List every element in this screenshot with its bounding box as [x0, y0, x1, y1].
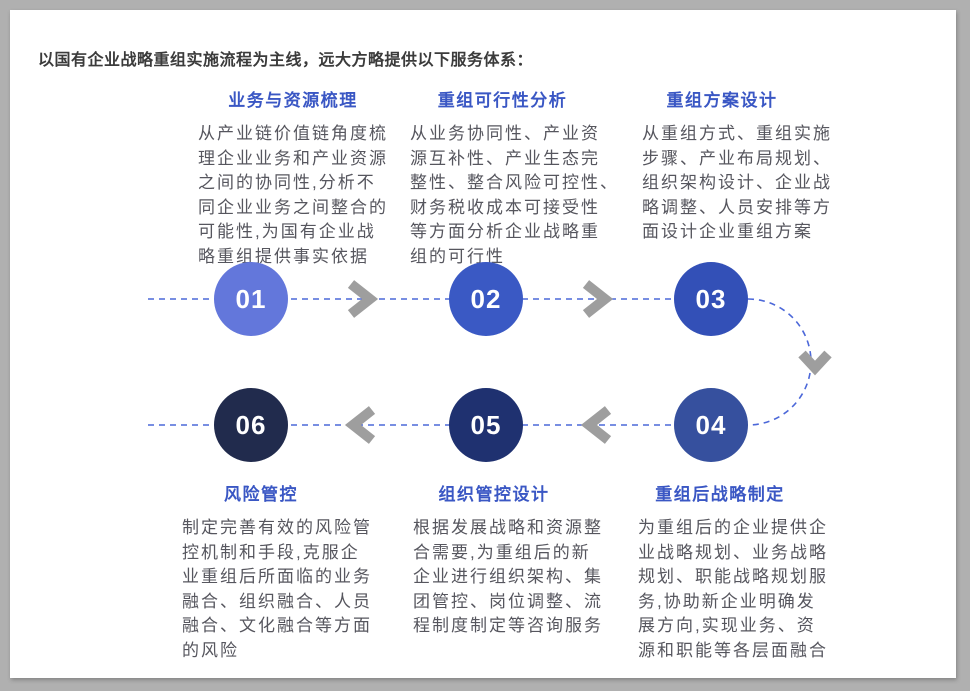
step-01-info: 业务与资源梳理 从产业链价值链角度梳 理企业业务和产业资源 之间的协同性,分析不…: [198, 90, 388, 269]
step-06-title: 风险管控: [224, 485, 298, 504]
step-03-number: 03: [695, 283, 727, 314]
step-02-circle: 02: [449, 262, 523, 336]
step-02-info: 重组可行性分析 从业务协同性、产业资 源互补性、产业生态完 整性、整合风险可控性…: [410, 90, 619, 269]
arrow-left-icon: [344, 406, 376, 444]
step-06-description: 制定完善有效的风险管 控机制和手段,克服企 业重组后所面临的业务 融合、组织融合…: [182, 518, 372, 660]
step-06-info: 风险管控 制定完善有效的风险管 控机制和手段,克服企 业重组后所面临的业务 融合…: [182, 484, 372, 663]
step-04-description: 为重组后的企业提供企 业战略规划、业务战略 规划、职能战略规划服 务,协助新企业…: [638, 518, 828, 660]
step-06-number: 06: [235, 409, 267, 440]
step-01-number: 01: [235, 283, 267, 314]
arrow-right-icon: [347, 280, 379, 318]
step-04-title: 重组后战略制定: [655, 485, 785, 504]
arrow-left-icon: [580, 406, 612, 444]
step-03-title: 重组方案设计: [666, 91, 778, 110]
step-01-circle: 01: [214, 262, 288, 336]
arrow-right-icon: [582, 280, 614, 318]
arrow-down-icon: [798, 350, 832, 376]
step-04-circle: 04: [674, 388, 748, 462]
flow-dashed-curve-right: [747, 298, 812, 426]
step-05-circle: 05: [449, 388, 523, 462]
step-04-info: 重组后战略制定 为重组后的企业提供企 业战略规划、业务战略 规划、职能战略规划服…: [638, 484, 828, 663]
step-01-title: 业务与资源梳理: [228, 91, 358, 110]
step-02-title: 重组可行性分析: [437, 91, 568, 110]
step-02-description: 从业务协同性、产业资 源互补性、产业生态完 整性、整合风险可控性、 财务税收成本…: [410, 124, 619, 266]
step-05-number: 05: [470, 409, 502, 440]
step-03-circle: 03: [674, 262, 748, 336]
step-04-number: 04: [695, 409, 727, 440]
step-06-circle: 06: [214, 388, 288, 462]
page-title: 以国有企业战略重组实施流程为主线，远大方略提供以下服务体系：: [38, 52, 534, 69]
service-diagram-card: 以国有企业战略重组实施流程为主线，远大方略提供以下服务体系： 业务与资源梳理 从…: [10, 10, 956, 678]
step-03-description: 从重组方式、重组实施 步骤、产业布局规划、 组织架构设计、企业战 略调整、人员安…: [642, 124, 832, 241]
step-05-description: 根据发展战略和资源整 合需要,为重组后的新 企业进行组织架构、集 团管控、岗位调…: [413, 518, 603, 635]
step-05-title: 组织管控设计: [438, 485, 550, 504]
step-02-number: 02: [470, 283, 502, 314]
step-05-info: 组织管控设计 根据发展战略和资源整 合需要,为重组后的新 企业进行组织架构、集 …: [413, 484, 603, 639]
step-03-info: 重组方案设计 从重组方式、重组实施 步骤、产业布局规划、 组织架构设计、企业战 …: [642, 90, 832, 245]
step-01-description: 从产业链价值链角度梳 理企业业务和产业资源 之间的协同性,分析不 同企业业务之间…: [198, 124, 388, 266]
flow-connector-lines: [148, 280, 832, 444]
